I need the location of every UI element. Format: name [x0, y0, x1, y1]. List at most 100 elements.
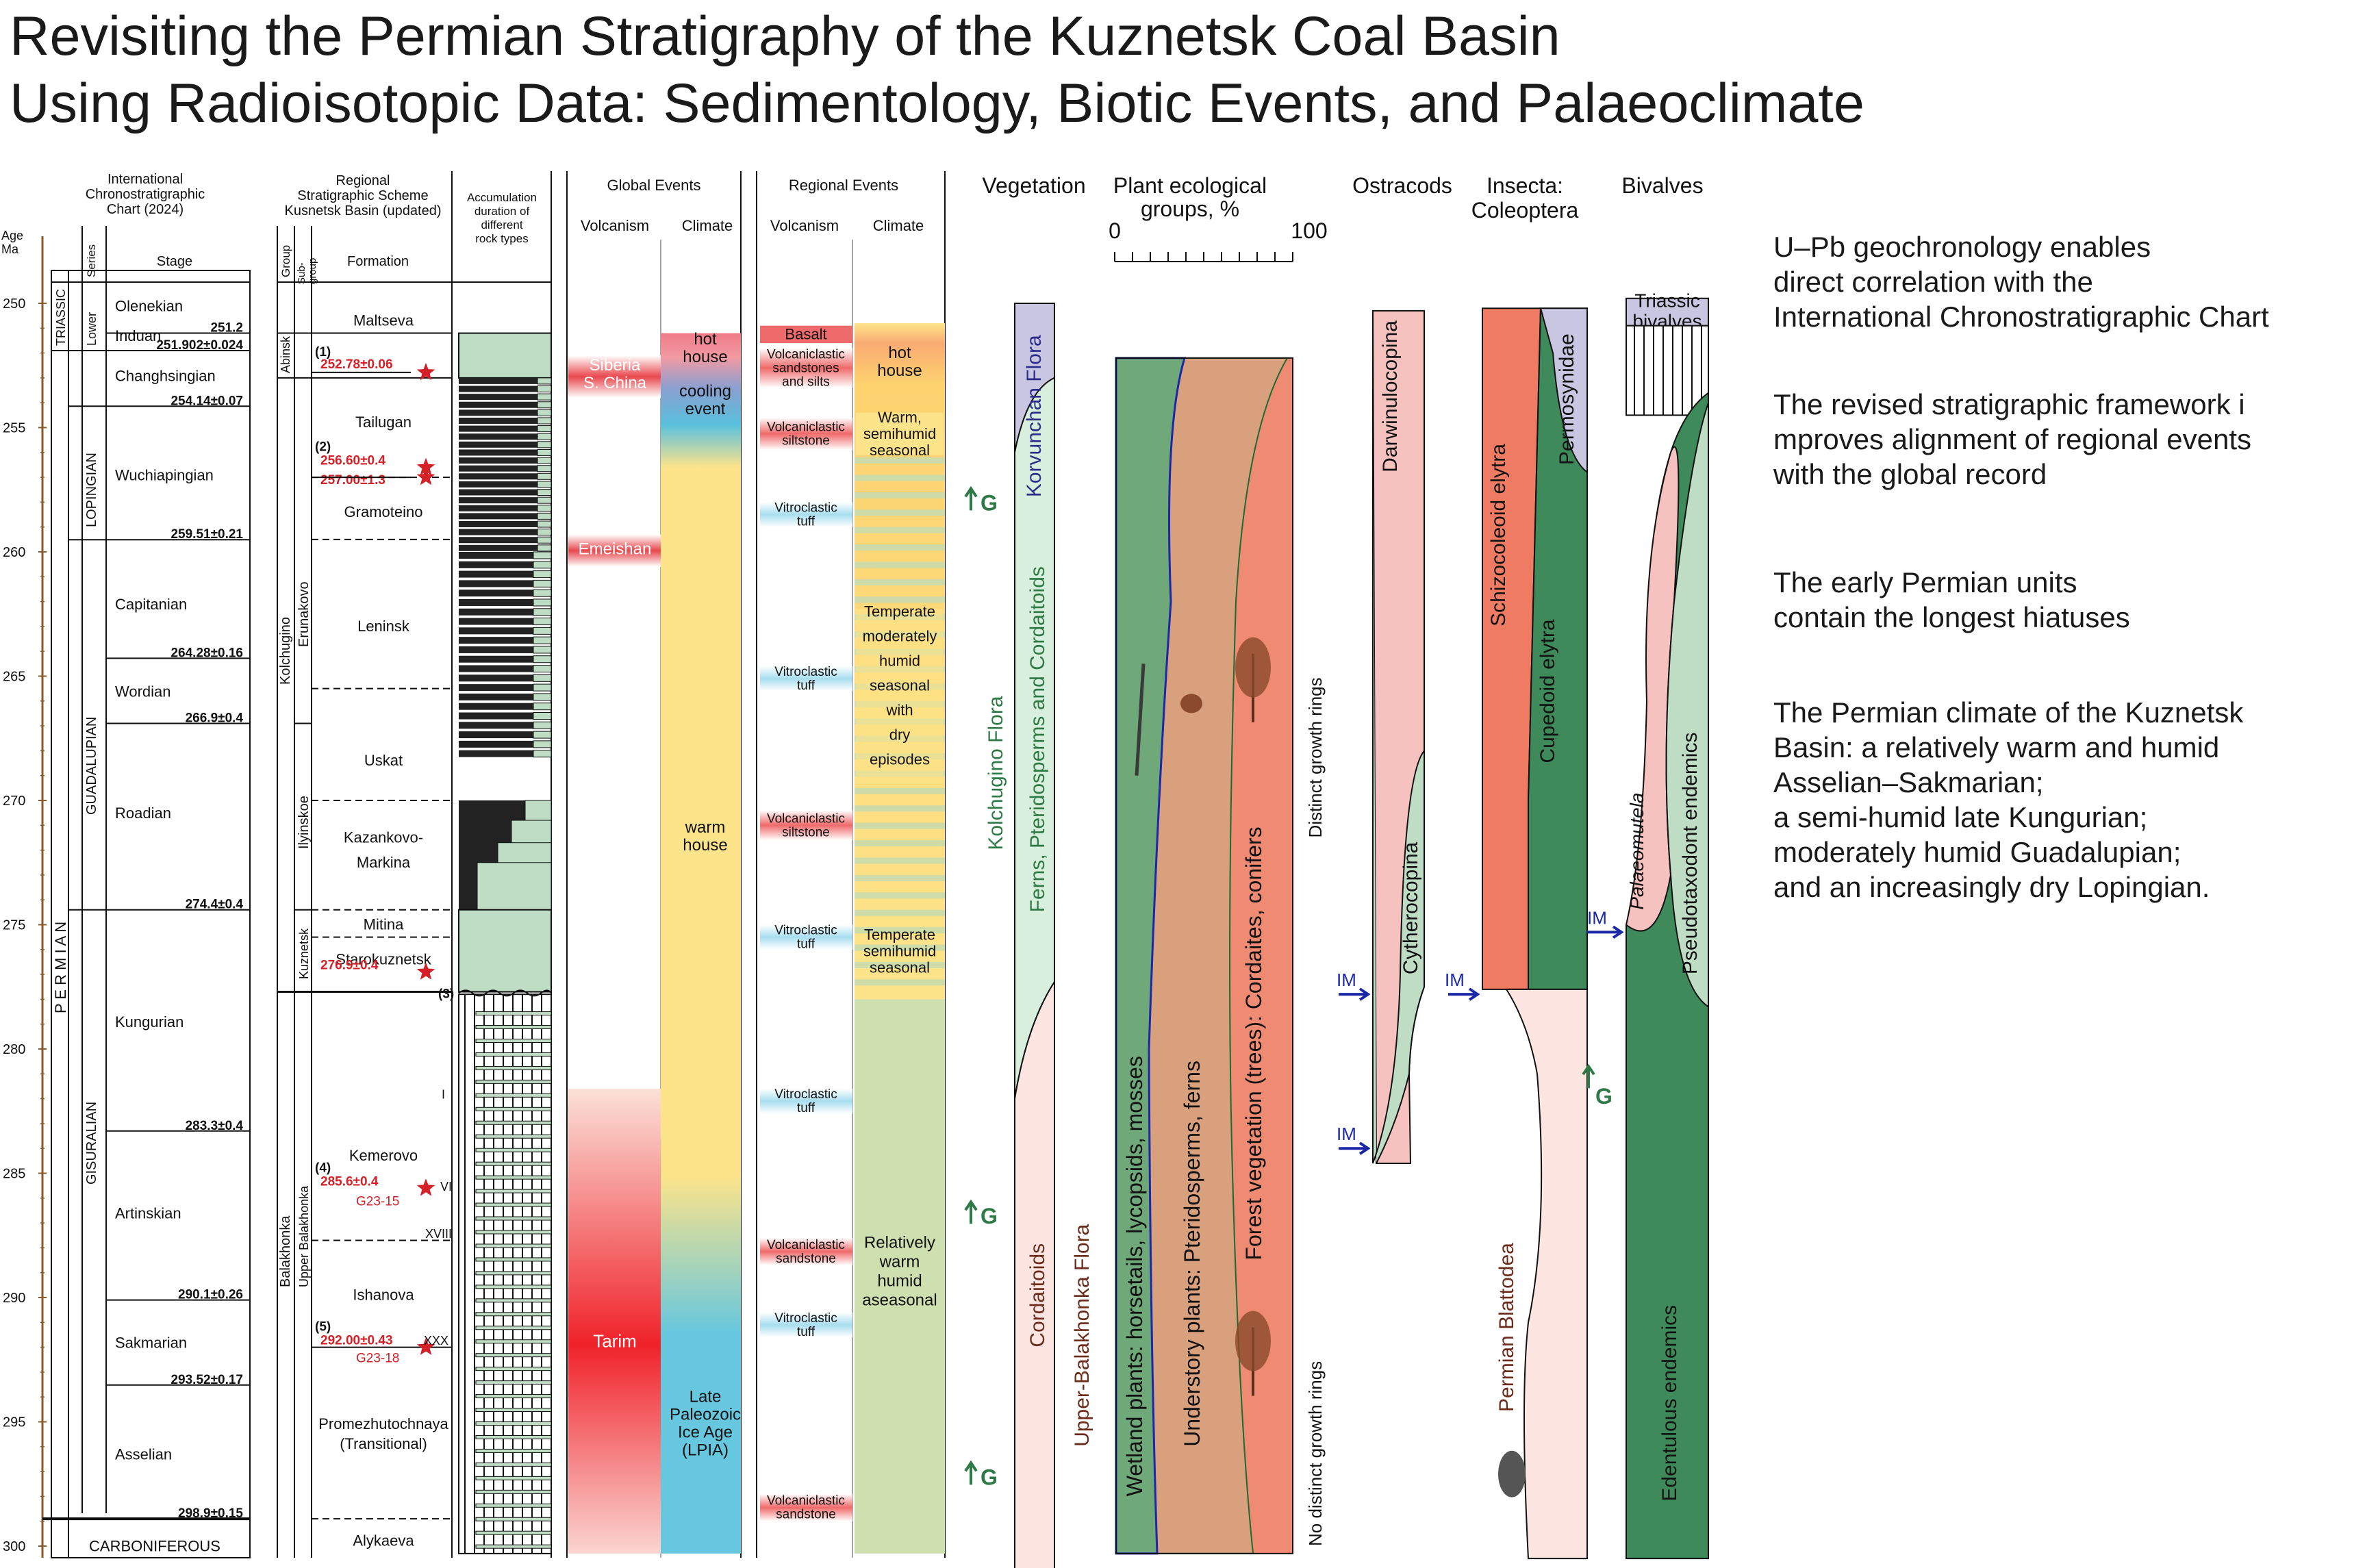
coal-layer	[459, 385, 538, 392]
formation-label: Mitina	[364, 916, 404, 933]
pseudotaxodont-band	[1665, 402, 1709, 1009]
climate-stripe	[855, 579, 945, 585]
climate-stripe	[855, 944, 945, 951]
g-label: G	[981, 490, 998, 515]
coal-layer	[459, 655, 533, 663]
pct-0: 0	[1109, 218, 1121, 243]
age-tick-label: 265	[3, 670, 25, 685]
sample-label: G23-15	[356, 1195, 399, 1209]
regional-volcanism-band	[760, 1237, 852, 1265]
volcanism-label: Tarim	[593, 1331, 637, 1352]
rock-block	[458, 909, 552, 993]
bivalves-header: Bivalves	[1621, 173, 1703, 198]
regional-volcanism-band	[760, 924, 852, 950]
beetle-icon	[1498, 1450, 1526, 1497]
rock-layer	[533, 551, 552, 559]
stage-label: Wuchiapingian	[115, 466, 214, 483]
coal-layer	[459, 529, 538, 535]
rock-layer	[475, 1025, 552, 1030]
rock-layer	[537, 489, 552, 496]
rock-layer	[533, 627, 552, 635]
insecta-header: Insecta:Coleoptera	[1471, 173, 1579, 223]
coal-layer	[459, 465, 538, 472]
coal-layer	[459, 489, 538, 496]
rock-layer	[475, 1462, 552, 1467]
formation-label: Tailugan	[355, 414, 412, 431]
climate-stripe	[855, 840, 945, 847]
edentulous-label: Edentulous endemics	[1658, 1305, 1681, 1502]
series-lower: Lower	[85, 312, 99, 346]
regional-volcanism-band	[760, 502, 852, 527]
coal-layer	[459, 703, 533, 710]
boundary-age: 298.9±0.15	[178, 1506, 243, 1521]
volcanism-header: Volcanism	[581, 217, 649, 234]
regional-volcanism-band	[760, 1493, 852, 1521]
date-star	[416, 457, 435, 475]
rock-layer	[533, 561, 552, 569]
coal-layer	[459, 417, 538, 424]
rock-layer	[533, 589, 552, 597]
group-abinsk: Abinsk	[279, 336, 292, 373]
plant-groups-frame	[1115, 357, 1293, 1554]
coal-layer	[459, 627, 533, 635]
rock-layer	[475, 1257, 552, 1262]
im-arrow	[1339, 987, 1371, 1001]
rock-layer	[537, 441, 552, 448]
rock-layer	[475, 1052, 552, 1057]
climate-stripe	[855, 544, 945, 551]
coal-layer	[459, 457, 538, 464]
subgroup-erunakovo: Erunakovo	[296, 581, 312, 647]
coal-layer	[459, 750, 533, 757]
seam-label: XVIII	[425, 1227, 452, 1241]
regional-volcanism-band	[760, 348, 852, 388]
stage-label: Artinskian	[115, 1205, 181, 1222]
rock-layer	[475, 1353, 552, 1358]
coal-layer	[459, 731, 533, 739]
climate-stripe	[855, 857, 945, 864]
climate-stripe	[855, 509, 945, 516]
climate-stripe	[855, 787, 945, 794]
stage-label: Roadian	[115, 805, 171, 822]
sample-label: G23-18	[356, 1351, 399, 1365]
climate-stripe	[855, 822, 945, 829]
im-label: IM	[1587, 907, 1607, 928]
coal-layer	[459, 552, 533, 559]
climate-stripe	[855, 961, 945, 968]
coal-layer	[459, 590, 533, 597]
coal-layer	[459, 684, 533, 692]
regional-volcanism-band	[760, 1312, 852, 1338]
rock-layer	[475, 1476, 552, 1480]
unconformity	[458, 989, 552, 997]
tree-icon	[1235, 1311, 1271, 1371]
climate-stripe	[855, 475, 945, 481]
fern-icon	[1180, 694, 1202, 713]
system-carboniferous: CARBONIFEROUS	[89, 1537, 220, 1554]
palaeomutela-label: Palaeomutela	[1626, 792, 1647, 909]
age-tick-label: 270	[3, 794, 25, 809]
permosynidae-band	[1539, 307, 1588, 474]
boundary-age: 259.51±0.21	[170, 527, 243, 542]
regional-events-header: Regional Events	[789, 177, 898, 194]
date-number: (5)	[315, 1320, 331, 1335]
rock-layer	[537, 481, 552, 488]
climate-stripe	[855, 909, 945, 916]
seam-label: XXX	[424, 1334, 448, 1348]
permosynidae-label: Permosynidae	[1556, 333, 1578, 465]
g-arrow	[964, 485, 978, 511]
bivalves-hatch	[1626, 325, 1709, 416]
cytherocopina-band	[1372, 310, 1425, 1164]
date-star	[416, 962, 435, 980]
rock-layer	[475, 1312, 552, 1317]
date-value: 252.78±0.06	[320, 357, 393, 372]
rock-layer	[475, 1038, 552, 1043]
forest-label: Forest vegetation (trees): Cordaites, co…	[1241, 826, 1266, 1260]
